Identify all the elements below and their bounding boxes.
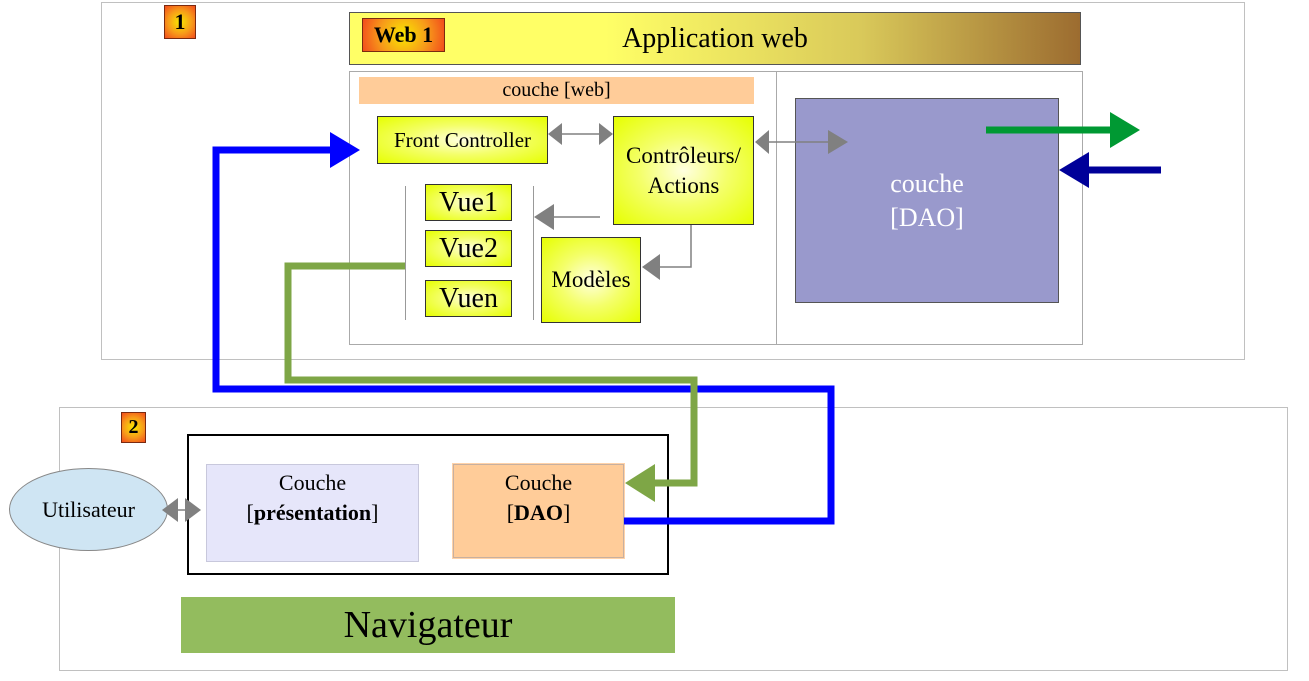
server-dao-line2: [DAO] — [890, 202, 964, 232]
view-box-n[interactable]: Vuen — [425, 280, 512, 317]
client-dao-bold: DAO — [514, 499, 563, 525]
presentation-line1: Couche — [278, 470, 347, 495]
web-container-divider — [776, 71, 777, 345]
app-title: Application web — [622, 23, 808, 54]
user-label: Utilisateur — [42, 496, 135, 522]
bracket-open: [ — [246, 499, 254, 525]
bracket-close: ] — [371, 499, 379, 525]
presentation-layer-box[interactable]: Couche [présentation] — [206, 464, 419, 562]
client-dao-line1: Couche — [504, 470, 573, 495]
controllers-label-line1: Contrôleurs/ — [626, 142, 741, 168]
presentation-line2: [présentation] — [207, 498, 418, 528]
view-box-2[interactable]: Vue2 — [425, 230, 512, 267]
server-dao-box[interactable]: couche [DAO] — [795, 98, 1059, 303]
panel-client-badge: 2 — [121, 412, 146, 443]
app-badge: Web 1 — [362, 18, 445, 52]
browser-label: Navigateur — [343, 604, 513, 646]
panel-server-badge: 1 — [164, 5, 196, 39]
views-bracket-right — [533, 186, 534, 320]
views-bracket-left — [405, 186, 406, 320]
server-dao-line1: couche — [890, 168, 964, 198]
web-layer-label: couche [web] — [359, 77, 754, 104]
client-dao-line2: [DAO] — [454, 498, 623, 528]
presentation-bold: présentation — [253, 499, 372, 525]
app-header-bar — [349, 12, 1081, 65]
front-controller-box[interactable]: Front Controller — [377, 116, 548, 164]
browser-label-bar: Navigateur — [181, 597, 675, 653]
models-box[interactable]: Modèles — [541, 237, 641, 323]
view-box-1[interactable]: Vue1 — [425, 184, 512, 221]
client-dao-layer-box[interactable]: Couche [DAO] — [453, 464, 624, 558]
bracket-open: [ — [506, 499, 515, 525]
user-ellipse[interactable]: Utilisateur — [9, 468, 168, 551]
controllers-label-line2: Actions — [647, 172, 720, 198]
controllers-actions-box[interactable]: Contrôleurs/ Actions — [613, 116, 754, 225]
bracket-close: ] — [562, 499, 571, 525]
